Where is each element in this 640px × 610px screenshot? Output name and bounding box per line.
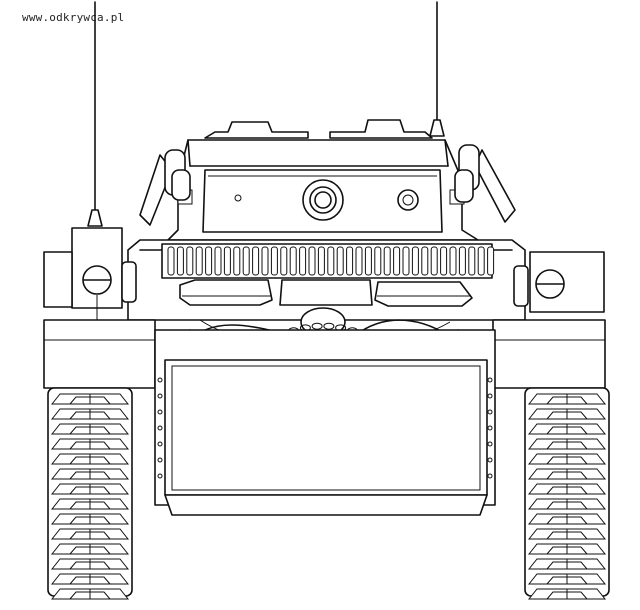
- grille-slat: [223, 246, 231, 276]
- grille-slat: [299, 246, 307, 276]
- track-link: [50, 453, 130, 465]
- rivet: [157, 457, 163, 463]
- antenna-left: [87, 1, 103, 227]
- rivet: [487, 457, 493, 463]
- grille-slat: [308, 246, 316, 276]
- track-link: [527, 588, 607, 600]
- track-link: [527, 438, 607, 450]
- turret: [167, 119, 479, 241]
- grille-slat: [270, 246, 278, 276]
- track-link: [50, 573, 130, 585]
- grille-slat: [421, 246, 429, 276]
- hull-lower: [43, 319, 606, 516]
- grille-slat: [261, 246, 269, 276]
- right-headlight: [513, 251, 605, 313]
- track-link: [50, 438, 130, 450]
- grille-slat: [364, 246, 372, 276]
- grille-slat: [440, 246, 448, 276]
- grille-slat: [280, 246, 288, 276]
- track-right: [524, 387, 610, 600]
- rivet: [487, 393, 493, 399]
- grille-slat: [289, 246, 297, 276]
- smoke-dischargers: [139, 144, 516, 226]
- track-link: [527, 498, 607, 510]
- grille-slat: [430, 246, 438, 276]
- track-link: [50, 588, 130, 600]
- grille-slat: [393, 246, 401, 276]
- rivet: [487, 425, 493, 431]
- grille-slat: [411, 246, 419, 276]
- track-link: [527, 408, 607, 420]
- grille-slat: [252, 246, 260, 276]
- grille-slat: [176, 246, 184, 276]
- grille-slat: [327, 246, 335, 276]
- grille-slat: [242, 246, 250, 276]
- grille-slat: [458, 246, 466, 276]
- track-link: [527, 393, 607, 405]
- track-left: [47, 387, 133, 600]
- rivet: [157, 473, 163, 479]
- grille-slat: [205, 246, 213, 276]
- track-link: [527, 543, 607, 555]
- grille-slat: [374, 246, 382, 276]
- grille-slat: [317, 246, 325, 276]
- grille-slat: [186, 246, 194, 276]
- grille-slat: [167, 246, 175, 276]
- rivet: [487, 377, 493, 383]
- rivet: [157, 409, 163, 415]
- grille-slat: [233, 246, 241, 276]
- watermark-text: www.odkrywca.pl: [22, 11, 125, 24]
- grille-slat: [214, 246, 222, 276]
- grille-slat: [336, 246, 344, 276]
- track-link: [527, 423, 607, 435]
- rivet: [157, 377, 163, 383]
- radiator-grille: [167, 246, 495, 276]
- rivet: [157, 425, 163, 431]
- grille-slat: [487, 246, 495, 276]
- track-link: [527, 573, 607, 585]
- grille-slat: [449, 246, 457, 276]
- track-link: [50, 498, 130, 510]
- track-link: [527, 468, 607, 480]
- track-link: [50, 543, 130, 555]
- grille-slat: [468, 246, 476, 276]
- grille-slat: [355, 246, 363, 276]
- hull-upper: [127, 239, 526, 321]
- track-link: [50, 558, 130, 570]
- grille-slat: [195, 246, 203, 276]
- track-link: [50, 468, 130, 480]
- antenna-right: [429, 1, 445, 137]
- rivet: [487, 473, 493, 479]
- track-link: [527, 453, 607, 465]
- rivet: [487, 409, 493, 415]
- track-link: [527, 558, 607, 570]
- track-link: [527, 513, 607, 525]
- track-link: [50, 423, 130, 435]
- track-link: [50, 528, 130, 540]
- track-link: [527, 483, 607, 495]
- rivet: [157, 441, 163, 447]
- rivet: [157, 393, 163, 399]
- hull-rivets: [157, 377, 493, 479]
- grille-slat: [346, 246, 354, 276]
- track-link: [527, 528, 607, 540]
- track-link: [50, 408, 130, 420]
- left-headlight: [43, 227, 137, 330]
- grille-slat: [383, 246, 391, 276]
- track-link: [50, 393, 130, 405]
- track-link: [50, 513, 130, 525]
- grille-slat: [477, 246, 485, 276]
- grille-slat: [402, 246, 410, 276]
- track-link: [50, 483, 130, 495]
- rivet: [487, 441, 493, 447]
